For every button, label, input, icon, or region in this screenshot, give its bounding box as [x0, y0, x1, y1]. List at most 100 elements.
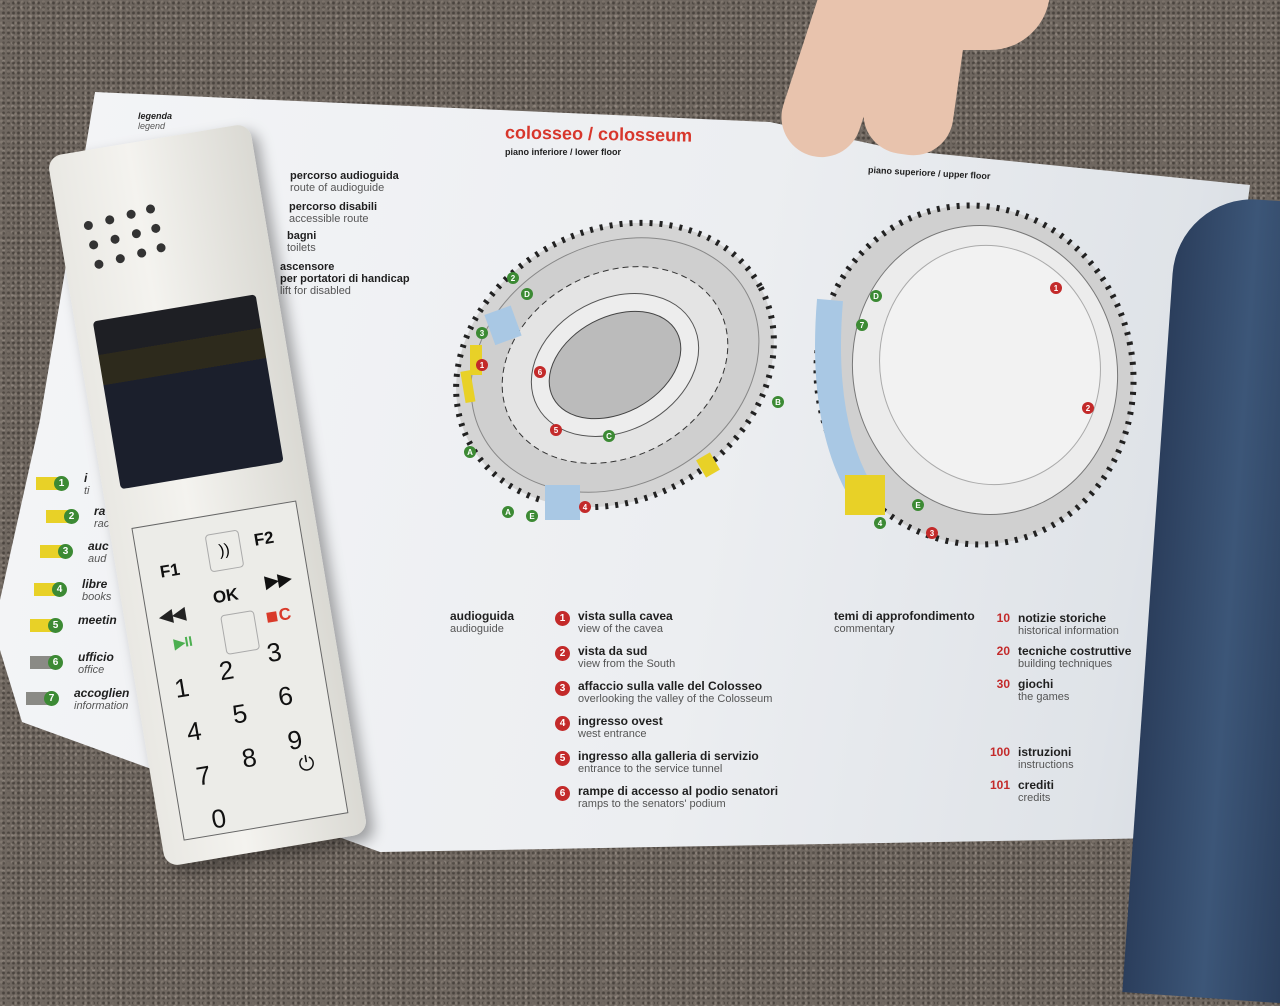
marker-label: B [775, 398, 781, 407]
lower-floor-marker: 5 [550, 424, 562, 436]
marker-label: C [606, 432, 612, 441]
power-button[interactable]: ⏻ [297, 752, 317, 777]
marker-circle [874, 517, 886, 529]
upper-floor-plan [813, 202, 1137, 548]
legend-it: percorso audioguida [290, 170, 399, 182]
place-number-badge: 3 [58, 544, 73, 560]
commentary-title: temi di approfondimento [834, 609, 975, 623]
legend-en: lift for disabled [280, 285, 351, 297]
rewind-button[interactable]: ◀◀ [157, 603, 187, 627]
key-2[interactable]: 2 [216, 654, 237, 687]
marker-circle [1082, 402, 1094, 414]
stop-en: view from the South [578, 658, 676, 670]
upper-floor-marker: 1 [1050, 282, 1062, 294]
marker-label: 4 [583, 503, 588, 512]
place-number-badge: 7 [44, 691, 59, 707]
marker-circle [579, 501, 591, 513]
f2-button[interactable]: F2 [252, 527, 276, 550]
legend-place-item: 5 meetin [30, 613, 117, 635]
stop-it: vista sulla cavea [578, 609, 673, 623]
marker-label: 6 [538, 368, 543, 377]
upper-floor-marker: 4 [874, 517, 886, 529]
f1-button[interactable]: F1 [158, 559, 182, 582]
clear-label: C [277, 603, 293, 625]
speaker-hole [93, 259, 105, 270]
legend-it: percorso disabili [289, 201, 378, 213]
stop-it: rampe di accesso al podio senatori [578, 784, 779, 798]
topic-it: giochi [1018, 677, 1054, 691]
marker-circle [603, 430, 615, 442]
speaker-hole [83, 220, 94, 231]
lower-floor-marker: A [464, 446, 476, 458]
topic-number: 100 [989, 745, 1010, 759]
marker-label: A [467, 448, 473, 457]
legend-it: bagni [287, 230, 317, 242]
marker-label: 2 [511, 274, 516, 283]
marker-label: D [873, 292, 879, 301]
key-4[interactable]: 4 [184, 715, 204, 748]
key-3[interactable]: 3 [264, 636, 284, 669]
topic-en: building techniques [1018, 658, 1113, 670]
lower-floor-marker: B [772, 396, 784, 408]
marker-label: 3 [930, 529, 935, 538]
speaker-hole [131, 228, 142, 239]
commentary-heading: temi di approfondimento commentary [834, 609, 975, 635]
marker-label: E [529, 512, 535, 521]
place-it: accoglien [74, 686, 130, 700]
clear-button[interactable]: C [265, 603, 293, 628]
key-1[interactable]: 1 [172, 671, 192, 704]
speaker-hole [88, 239, 99, 251]
marker-circle [772, 396, 784, 408]
place-en: aud [88, 553, 107, 565]
speaker-hole [136, 247, 147, 259]
marker-label: E [915, 501, 921, 510]
stop-number-badge: 1 [555, 611, 570, 626]
lower-floor-marker: 3 [476, 327, 488, 339]
play-pause-button[interactable]: ▶II [172, 632, 194, 652]
key-5[interactable]: 5 [230, 697, 250, 730]
key-6[interactable]: 6 [275, 679, 296, 712]
legend-item-lift: ascensore per portatori di handicap lift… [280, 261, 410, 297]
legend-title: legenda [138, 111, 173, 121]
lower-floor-plan [453, 219, 777, 511]
lower-floor-marker: 4 [579, 501, 591, 513]
fingerprint-button[interactable] [220, 609, 261, 656]
place-en: ti [84, 485, 90, 497]
marker-label: 4 [878, 519, 883, 528]
key-0[interactable]: 0 [209, 802, 229, 835]
marker-circle [550, 424, 562, 436]
marker-label: 7 [860, 321, 865, 330]
stop-it: affaccio sulla valle del Colosseo [578, 679, 763, 693]
marker-circle [926, 527, 938, 539]
topic-en: instructions [1018, 759, 1074, 771]
key-7[interactable]: 7 [193, 759, 214, 792]
stop-en: overlooking the valley of the Colosseum [578, 693, 773, 705]
stop-en: ramps to the senators' podium [578, 798, 726, 810]
legend-en: toilets [287, 242, 316, 254]
audio-signal-icon[interactable]: )) [204, 529, 245, 573]
lower-floor-marker: 6 [534, 366, 546, 378]
stop-en: entrance to the service tunnel [578, 763, 723, 775]
legend-subtitle: legend [138, 121, 166, 131]
ok-button[interactable]: OK [211, 584, 240, 608]
topic-number: 101 [989, 778, 1010, 792]
key-8[interactable]: 8 [239, 741, 259, 774]
marker-circle [476, 359, 488, 371]
legend-en: accessible route [289, 213, 369, 225]
legend-item-accessible: percorso disabili accessible route [289, 201, 377, 225]
speaker-hole [155, 242, 167, 253]
lower-floor-label: piano inferiore / lower floor [505, 147, 622, 157]
marker-label: 1 [480, 361, 485, 370]
stop-number-badge: 3 [555, 681, 570, 696]
lower-floor-marker: 1 [476, 359, 488, 371]
key-9[interactable]: 9 [285, 723, 305, 756]
legend-en: route of audioguide [290, 182, 385, 194]
place-en: rac [94, 518, 110, 530]
fast-forward-button[interactable]: ▶▶ [263, 568, 293, 592]
marker-label: 1 [1054, 284, 1059, 293]
